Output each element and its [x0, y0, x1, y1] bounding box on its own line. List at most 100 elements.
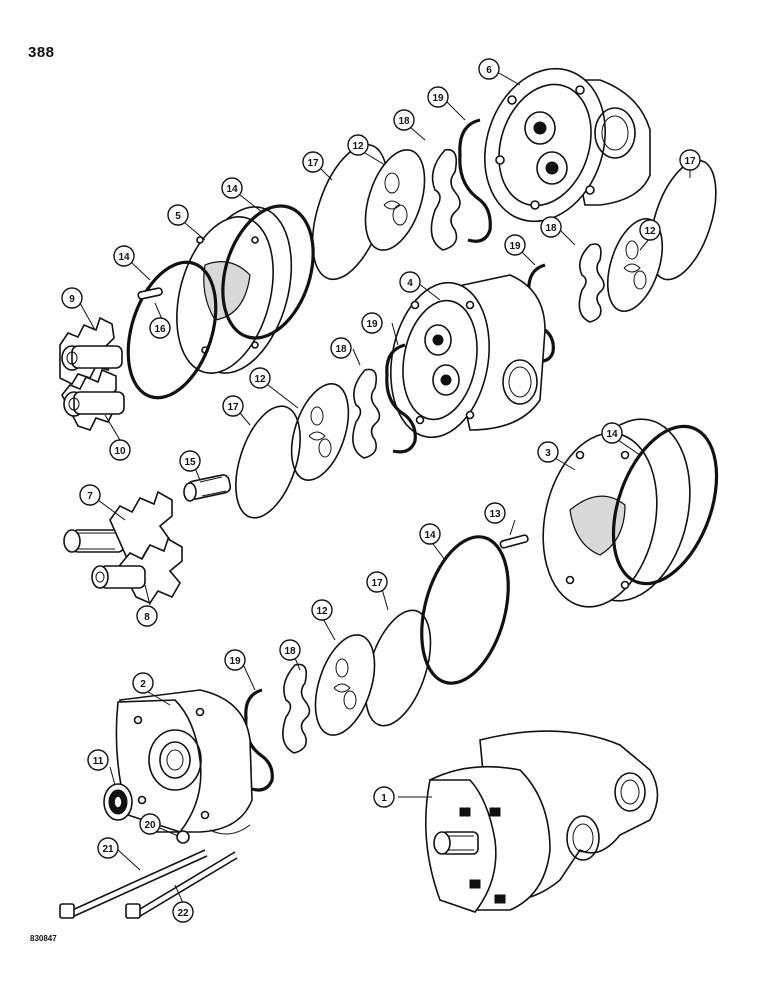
svg-text:8: 8 [144, 612, 150, 623]
callout-13: 13 [484, 502, 506, 524]
svg-text:20: 20 [144, 820, 156, 831]
callout-11: 11 [87, 749, 109, 771]
svg-text:2: 2 [140, 679, 146, 690]
svg-text:12: 12 [316, 606, 328, 617]
svg-text:18: 18 [335, 344, 347, 355]
seal-part-18-lower [282, 663, 311, 754]
svg-text:18: 18 [398, 116, 410, 127]
callout-3: 3 [537, 441, 559, 463]
shaft-seal-part-11 [103, 783, 133, 821]
svg-text:17: 17 [371, 578, 383, 589]
wear-plate-part-12-upper [364, 149, 426, 251]
rear-housing-part-6 [484, 67, 651, 223]
svg-text:7: 7 [87, 491, 93, 502]
callout-9: 9 [61, 287, 83, 309]
callout-17-right: 17 [679, 149, 701, 171]
seal-part-18-right [578, 243, 605, 323]
svg-text:19: 19 [432, 93, 444, 104]
svg-text:14: 14 [424, 530, 436, 541]
callout-8: 8 [136, 605, 158, 627]
callout-15: 15 [179, 450, 201, 472]
svg-text:12: 12 [644, 226, 656, 237]
svg-text:4: 4 [407, 278, 413, 289]
callout-14-right: 14 [601, 422, 623, 444]
bolt-part-22 [125, 851, 238, 919]
callout-1: 1 [373, 786, 395, 808]
svg-text:3: 3 [545, 448, 551, 459]
svg-text:14: 14 [118, 252, 130, 263]
svg-text:6: 6 [486, 65, 492, 76]
callout-7: 7 [79, 484, 101, 506]
callout-2: 2 [132, 672, 154, 694]
svg-text:18: 18 [284, 646, 296, 657]
callout-14-left: 14 [113, 245, 135, 267]
callout-14-upper: 14 [221, 177, 243, 199]
callout-12-middle: 12 [249, 367, 271, 389]
callout-22: 22 [172, 901, 194, 923]
wear-plate-part-12-lower [314, 634, 376, 736]
wear-plate-part-12-right [606, 217, 664, 313]
drawing-reference-code: 830847 [30, 934, 57, 943]
backup-seal-part-19-middle [385, 343, 417, 454]
seal-ring-part-17-right [649, 159, 717, 281]
svg-text:13: 13 [489, 509, 501, 520]
callout-20: 20 [139, 813, 161, 835]
seal-ring-part-17-middle [235, 405, 301, 519]
callout-19-lower: 19 [224, 649, 246, 671]
svg-text:17: 17 [227, 402, 239, 413]
o-ring-part-14-upper [221, 204, 315, 340]
callout-6: 6 [478, 58, 500, 80]
svg-text:21: 21 [102, 844, 114, 855]
callout-19-right: 19 [504, 234, 526, 256]
callout-12-right: 12 [639, 219, 661, 241]
svg-text:1: 1 [381, 793, 387, 804]
callout-14-lower: 14 [419, 523, 441, 545]
callout-17-upper: 17 [302, 151, 324, 173]
callout-17-middle: 17 [222, 395, 244, 417]
assembled-pump-part-1 [424, 730, 659, 913]
svg-text:19: 19 [366, 319, 378, 330]
svg-text:11: 11 [93, 756, 104, 767]
svg-text:15: 15 [184, 457, 196, 468]
svg-text:18: 18 [545, 223, 557, 234]
callout-21: 21 [97, 837, 119, 859]
svg-text:5: 5 [175, 211, 181, 222]
o-ring-part-14-left [126, 260, 218, 400]
callout-18-middle: 18 [330, 337, 352, 359]
callout-12-lower: 12 [311, 599, 333, 621]
o-ring-part-14-lower [420, 535, 510, 685]
svg-text:12: 12 [352, 141, 364, 152]
bolt-part-21 [59, 849, 208, 919]
drive-gear-part-7-8 [63, 490, 183, 604]
seal-part-18-middle [352, 368, 381, 459]
washer-part-20 [176, 830, 190, 844]
svg-text:17: 17 [307, 158, 319, 169]
svg-text:12: 12 [254, 374, 266, 385]
backup-seal-part-19-lower [244, 688, 274, 792]
svg-text:19: 19 [229, 656, 241, 667]
svg-text:14: 14 [606, 429, 618, 440]
callout-12-upper: 12 [347, 134, 369, 156]
callout-4: 4 [399, 271, 421, 293]
callout-17-lower: 17 [366, 571, 388, 593]
svg-text:9: 9 [69, 294, 75, 305]
svg-text:14: 14 [226, 184, 238, 195]
coupling-part-15 [183, 474, 232, 502]
center-housing-part-4 [390, 274, 546, 439]
callout-18-lower: 18 [279, 639, 301, 661]
dowel-pin-part-13 [499, 534, 529, 549]
idler-gear-part-9-10 [59, 316, 125, 431]
svg-text:19: 19 [509, 241, 521, 252]
front-cover-part-2 [115, 689, 253, 835]
callout-5: 5 [167, 204, 189, 226]
callout-19-upper: 19 [427, 86, 449, 108]
callout-18-upper: 18 [393, 109, 415, 131]
callout-10: 10 [109, 439, 131, 461]
wear-plate-part-12-middle [290, 383, 350, 481]
svg-text:10: 10 [114, 446, 126, 457]
callout-16: 16 [149, 317, 171, 339]
svg-text:17: 17 [684, 156, 696, 167]
callout-18-right: 18 [540, 216, 562, 238]
